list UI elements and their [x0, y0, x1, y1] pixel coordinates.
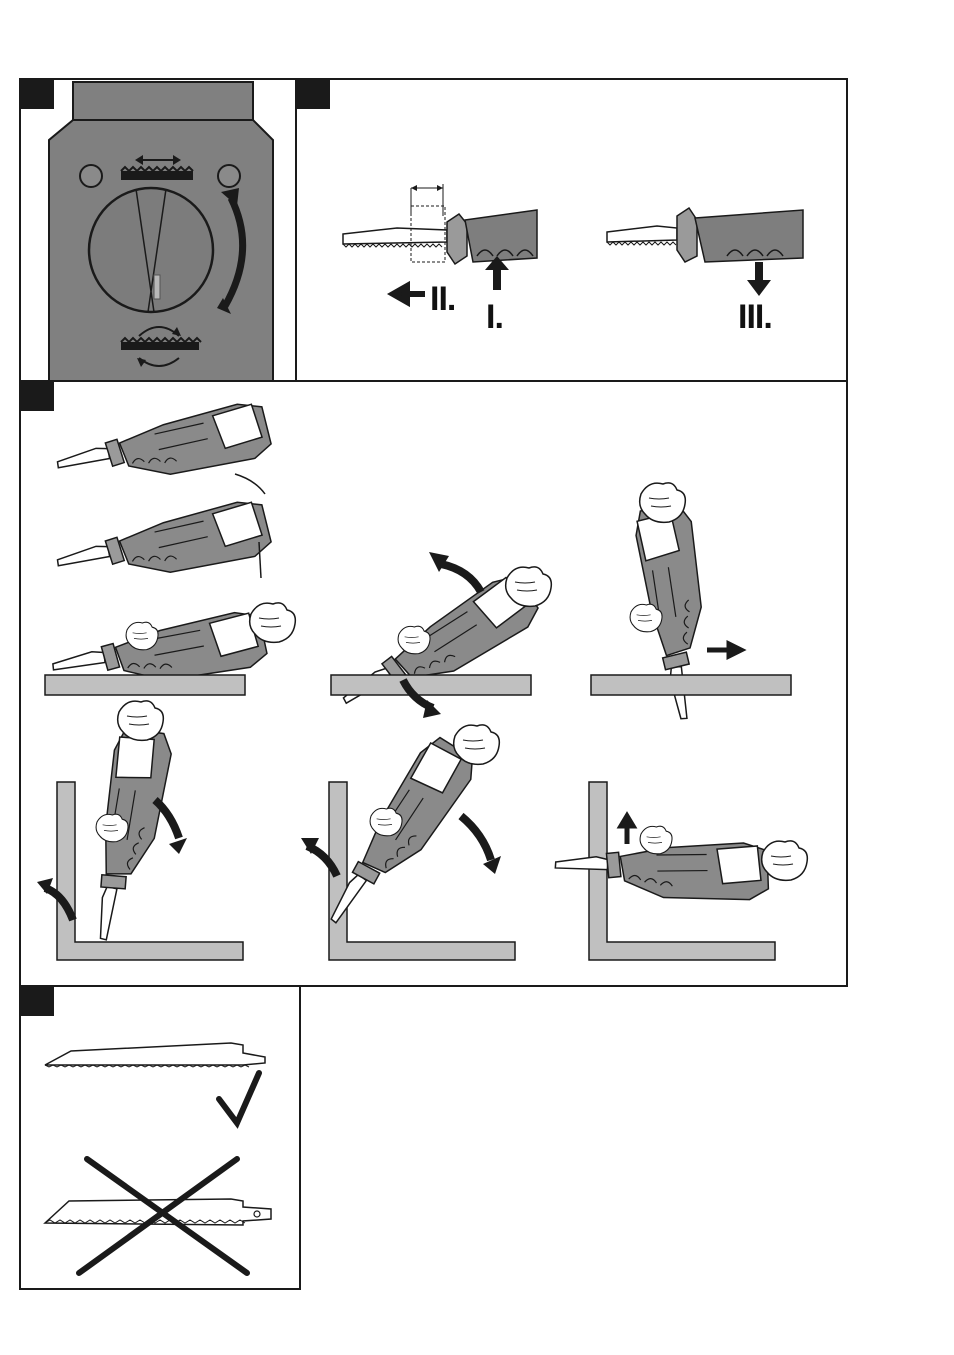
corner-cut-1 [37, 701, 243, 960]
saw-flush-cut [45, 603, 295, 695]
workpiece-1 [45, 675, 245, 695]
step-label-iii: III. [738, 298, 772, 337]
saw-plunge-angle [328, 552, 551, 723]
corner-cut-2 [301, 725, 515, 960]
checkmark-icon [219, 1073, 259, 1123]
working-positions-illustration [21, 382, 848, 987]
saw-vertical-plunge [591, 483, 791, 721]
workpiece-3 [591, 675, 791, 695]
correct-blade [45, 1043, 265, 1067]
saw-side-view-2 [53, 498, 273, 587]
figure-4-blade-selection [19, 985, 301, 1290]
saw-front-releasing [607, 208, 803, 296]
stroke-selector-illustration [21, 80, 297, 382]
figure-2-blade-change: I. II. III. [295, 78, 848, 382]
screw-left [80, 165, 102, 187]
screw-right [218, 165, 240, 187]
workpiece-2 [331, 675, 531, 695]
figure-1-stroke-selector [19, 78, 297, 382]
corner-cut-3 [554, 782, 808, 960]
step-label-i: I. [486, 298, 503, 337]
step-label-ii: II. [430, 280, 455, 319]
saw-side-view-1 [53, 400, 273, 494]
figure-3-working-positions [19, 380, 848, 987]
blade-selection-illustration [21, 987, 301, 1290]
